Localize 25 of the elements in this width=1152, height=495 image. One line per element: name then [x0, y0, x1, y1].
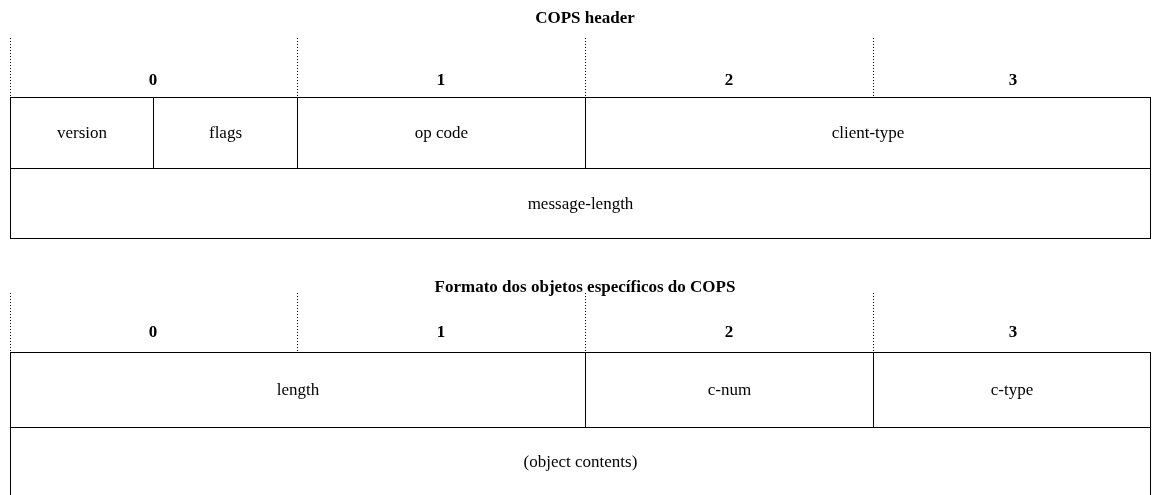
byte-number: 0	[148, 322, 158, 342]
field-name: message-length	[527, 193, 634, 214]
table-title: Formato dos objetos específicos do COPS	[434, 277, 736, 297]
field-cell	[10, 427, 1151, 495]
field-name: c-num	[707, 380, 752, 400]
byte-number: 2	[724, 322, 734, 342]
field-name: flags	[208, 123, 242, 143]
field-cell	[10, 168, 1151, 239]
field-name: op code	[414, 123, 469, 143]
byte-number: 0	[148, 70, 158, 90]
field-name: client-type	[831, 123, 905, 143]
byte-number: 1	[436, 70, 446, 90]
byte-number: 3	[1008, 322, 1018, 342]
byte-number: 1	[436, 322, 446, 342]
field-name: (object contents)	[523, 452, 638, 472]
byte-number: 2	[724, 70, 734, 90]
field-cell	[873, 352, 1151, 428]
table-title: COPS header	[535, 8, 635, 28]
field-name: version	[56, 123, 107, 143]
field-cell	[585, 97, 1151, 169]
field-name: c-type	[990, 380, 1034, 400]
field-name: length	[276, 380, 320, 400]
byte-number: 3	[1008, 70, 1018, 90]
field-cell	[10, 97, 154, 169]
field-cell	[10, 352, 586, 428]
